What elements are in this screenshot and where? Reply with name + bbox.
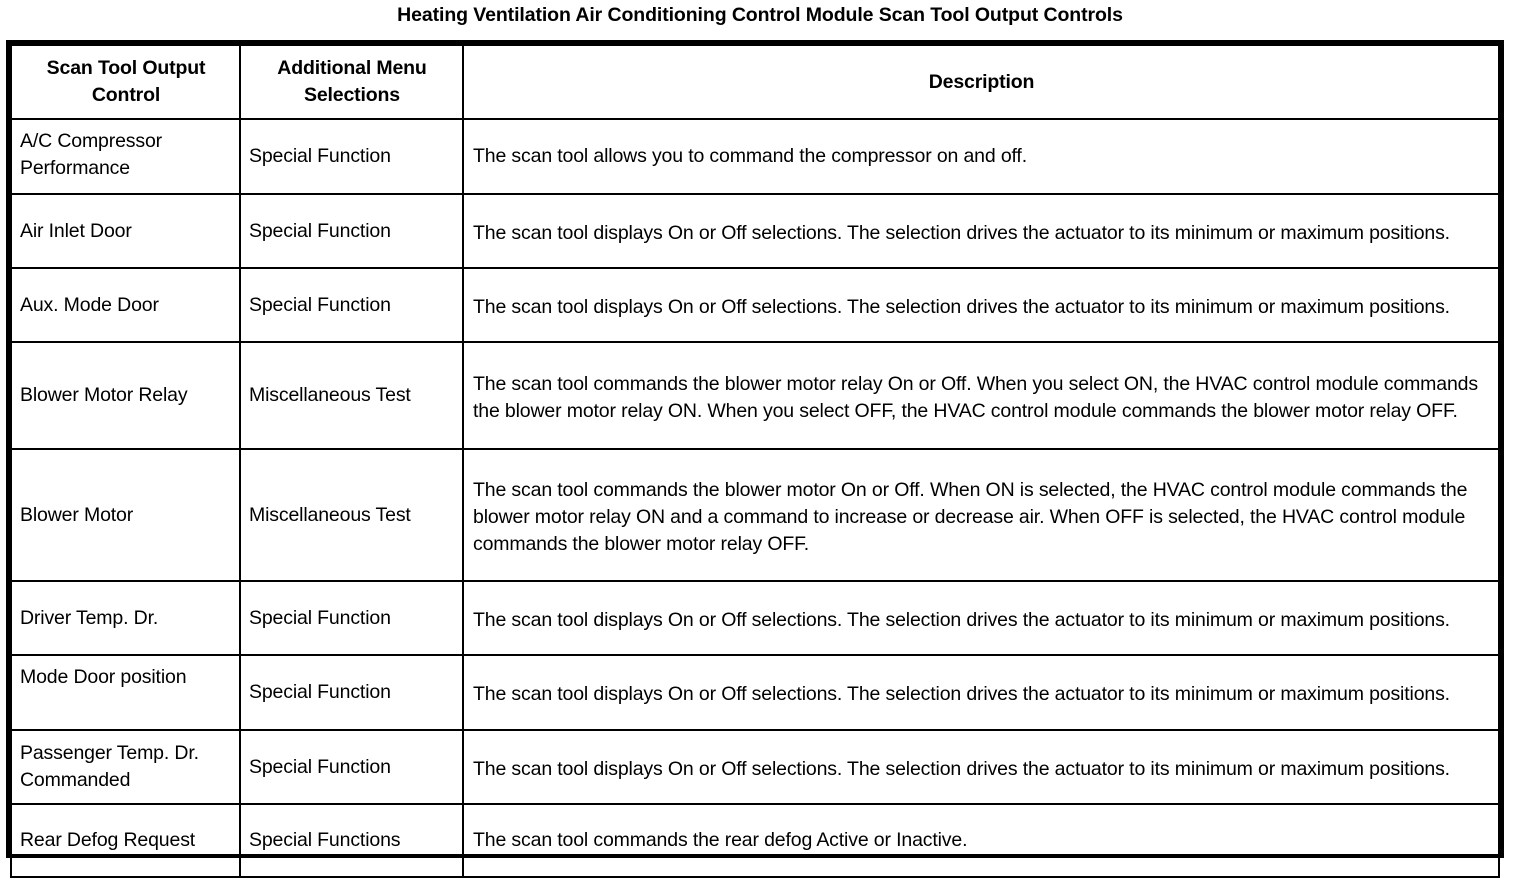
cell-description: The scan tool allows you to command the …: [462, 118, 1500, 195]
control-name-text: Aux. Mode Door: [20, 293, 159, 316]
control-name-text: Blower Motor Relay: [20, 384, 188, 406]
hvac-output-controls-table: Scan Tool Output Control Additional Menu…: [10, 44, 1500, 878]
cell-menu-selection: Special Function: [239, 580, 464, 656]
description-text: The scan tool displays On or Off selecti…: [473, 608, 1450, 631]
table-row: Passenger Temp. Dr. Commanded Special Fu…: [10, 729, 1500, 805]
table-row: Blower Motor Relay Miscellaneous Test Th…: [10, 341, 1500, 450]
cell-menu-selection: Special Functions: [239, 803, 464, 878]
cell-menu-selection: Special Function: [239, 193, 464, 269]
cell-control-name: Air Inlet Door: [10, 193, 241, 269]
description-text: The scan tool allows you to command the …: [473, 145, 1027, 167]
column-header-description: Description: [462, 44, 1500, 120]
menu-selection-text: Miscellaneous Test: [249, 503, 411, 526]
cell-description: The scan tool displays On or Off selecti…: [462, 580, 1500, 656]
description-text: The scan tool displays On or Off selecti…: [473, 295, 1450, 318]
column-header-additional-menu-selections-label: Additional Menu Selections: [277, 57, 427, 106]
cell-description: The scan tool displays On or Off selecti…: [462, 729, 1500, 805]
table-row: Aux. Mode Door Special Function The scan…: [10, 267, 1500, 343]
cell-control-name: A/C Compressor Performance: [10, 118, 241, 195]
menu-selection-text: Special Function: [249, 219, 391, 242]
description-text: The scan tool displays On or Off selecti…: [473, 221, 1450, 244]
menu-selection-text: Miscellaneous Test: [249, 384, 411, 406]
cell-menu-selection: Special Function: [239, 654, 464, 731]
cell-control-name: Blower Motor: [10, 448, 241, 582]
cell-control-name: Blower Motor Relay: [10, 341, 241, 450]
table-header: Scan Tool Output Control Additional Menu…: [10, 44, 1500, 120]
cell-description: The scan tool displays On or Off selecti…: [462, 654, 1500, 731]
menu-selection-text: Special Function: [249, 606, 391, 629]
cell-control-name: Rear Defog Request: [10, 803, 241, 878]
table-row: A/C Compressor Performance Special Funct…: [10, 118, 1500, 195]
table-row: Driver Temp. Dr. Special Function The sc…: [10, 580, 1500, 656]
cell-control-name: Passenger Temp. Dr. Commanded: [10, 729, 241, 805]
cell-menu-selection: Special Function: [239, 118, 464, 195]
page-title: Heating Ventilation Air Conditioning Con…: [397, 4, 1123, 26]
cell-menu-selection: Miscellaneous Test: [239, 448, 464, 582]
cell-description: The scan tool displays On or Off selecti…: [462, 267, 1500, 343]
cell-description: The scan tool commands the blower motor …: [462, 448, 1500, 582]
column-header-scan-tool-output-control: Scan Tool Output Control: [10, 44, 241, 120]
table-row: Rear Defog Request Special Functions The…: [10, 803, 1500, 878]
menu-selection-text: Special Functions: [249, 829, 401, 851]
table-body: A/C Compressor Performance Special Funct…: [10, 118, 1500, 878]
cell-menu-selection: Special Function: [239, 267, 464, 343]
menu-selection-text: Special Function: [249, 681, 391, 703]
table-row: Mode Door position Special Function The …: [10, 654, 1500, 731]
control-name-text: Passenger Temp. Dr. Commanded: [20, 742, 199, 791]
control-name-text: Air Inlet Door: [20, 219, 132, 242]
cell-control-name: Driver Temp. Dr.: [10, 580, 241, 656]
column-header-additional-menu-selections: Additional Menu Selections: [239, 44, 464, 120]
cell-menu-selection: Special Function: [239, 729, 464, 805]
table-row: Air Inlet Door Special Function The scan…: [10, 193, 1500, 269]
table-row: Blower Motor Miscellaneous Test The scan…: [10, 448, 1500, 582]
cell-description: The scan tool commands the blower motor …: [462, 341, 1500, 450]
description-text: The scan tool commands the blower motor …: [473, 372, 1478, 422]
hvac-output-controls-table-container: Scan Tool Output Control Additional Menu…: [6, 40, 1504, 878]
control-name-text: Blower Motor: [20, 503, 134, 526]
description-text: The scan tool commands the rear defog Ac…: [473, 829, 968, 851]
column-header-scan-tool-output-control-label: Scan Tool Output Control: [46, 57, 206, 106]
description-text: The scan tool displays On or Off selecti…: [473, 683, 1450, 705]
description-text: The scan tool displays On or Off selecti…: [473, 757, 1450, 780]
cell-menu-selection: Miscellaneous Test: [239, 341, 464, 450]
menu-selection-text: Special Function: [249, 293, 391, 316]
cell-description: The scan tool commands the rear defog Ac…: [462, 803, 1500, 878]
control-name-text: Mode Door position: [20, 666, 187, 688]
cell-description: The scan tool displays On or Off selecti…: [462, 193, 1500, 269]
column-header-description-label: Description: [928, 70, 1035, 93]
cell-control-name: Aux. Mode Door: [10, 267, 241, 343]
control-name-text: Driver Temp. Dr.: [20, 606, 159, 629]
control-name-text: Rear Defog Request: [20, 829, 196, 851]
menu-selection-text: Special Function: [249, 145, 391, 167]
description-text: The scan tool commands the blower motor …: [473, 478, 1468, 555]
control-name-text: A/C Compressor Performance: [20, 130, 163, 179]
menu-selection-text: Special Function: [249, 755, 391, 778]
cell-control-name: Mode Door position: [10, 654, 241, 731]
table-header-row: Scan Tool Output Control Additional Menu…: [10, 44, 1500, 120]
